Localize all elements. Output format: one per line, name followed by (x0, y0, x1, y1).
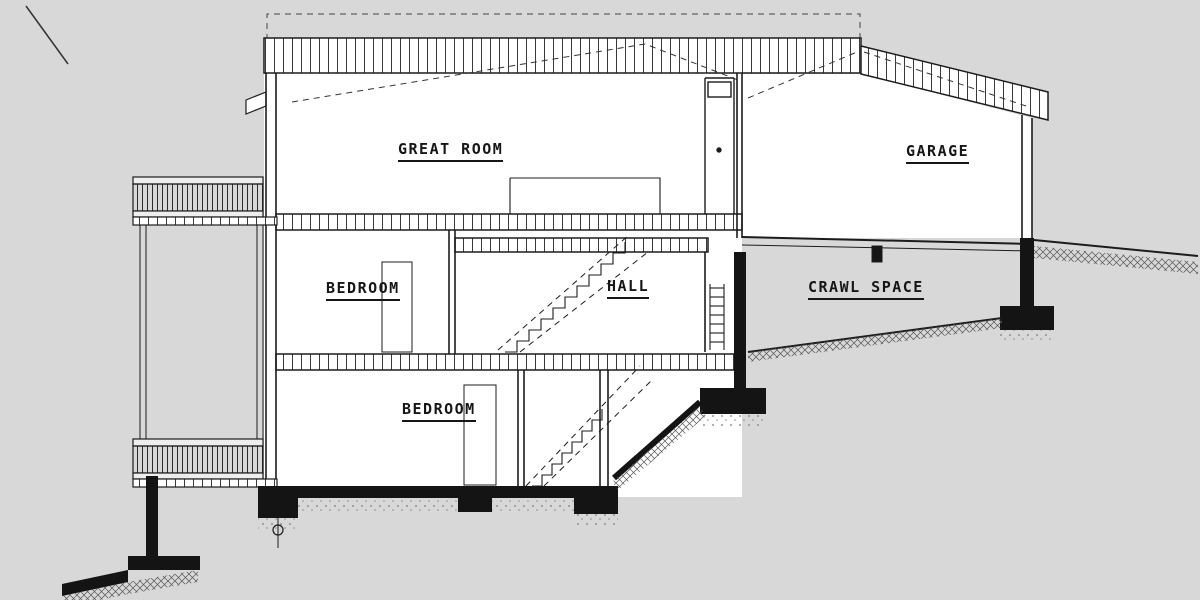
foundation (62, 238, 1054, 596)
property-line (25, 5, 69, 65)
stairs-upper (497, 233, 649, 353)
stairs-lower (525, 365, 653, 487)
roof-dashed-outline (266, 13, 861, 46)
garage-slab (741, 236, 1033, 263)
label-great-room: GREAT ROOM (398, 140, 504, 162)
label-bedroom-upper: BEDROOM (326, 279, 400, 301)
grade (62, 239, 1199, 600)
deck-left (132, 176, 278, 488)
slab-anchor (871, 245, 883, 263)
doors (381, 261, 497, 486)
ceiling-dashed-lines (291, 43, 1027, 107)
roof-structure (245, 37, 1049, 121)
label-garage: GARAGE (906, 142, 970, 164)
building-interior (264, 73, 1032, 497)
ladder (709, 284, 725, 350)
half-wall (509, 177, 661, 214)
label-hall: HALL (607, 277, 650, 299)
soil-stipple (258, 330, 1054, 530)
label-crawl-space: CRAWL SPACE (808, 278, 924, 300)
walls (265, 73, 1033, 486)
label-bedroom-lower: BEDROOM (402, 400, 476, 422)
bedroom-upper-door (381, 261, 413, 353)
bedroom-lower-door (463, 384, 497, 486)
great-room-column (704, 77, 735, 214)
